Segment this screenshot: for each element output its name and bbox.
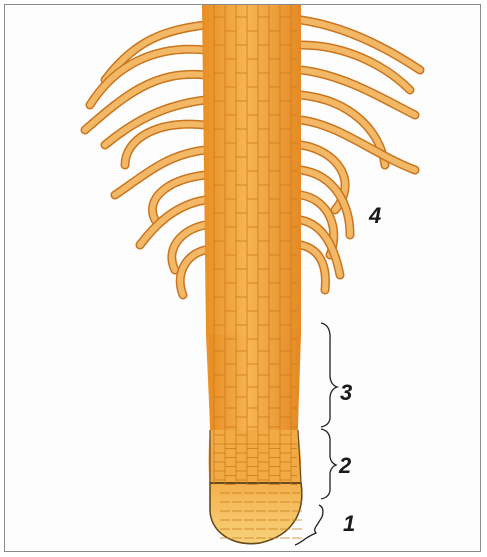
root-cap bbox=[210, 483, 302, 544]
root-hair-highlight bbox=[180, 250, 205, 295]
root-tip-diagram bbox=[5, 5, 481, 552]
bracket-meristem bbox=[321, 429, 336, 499]
label-root-hair-zone: 4 bbox=[369, 205, 381, 227]
label-root-cap: 1 bbox=[343, 513, 355, 535]
bracket-elongation bbox=[321, 323, 337, 427]
label-elongation-zone: 3 bbox=[340, 382, 352, 404]
elongation-zone bbox=[209, 335, 299, 430]
meristematic-zone bbox=[209, 430, 302, 490]
label-meristematic-zone: 2 bbox=[339, 455, 351, 477]
diagram-frame: 4 3 2 1 bbox=[4, 4, 481, 552]
